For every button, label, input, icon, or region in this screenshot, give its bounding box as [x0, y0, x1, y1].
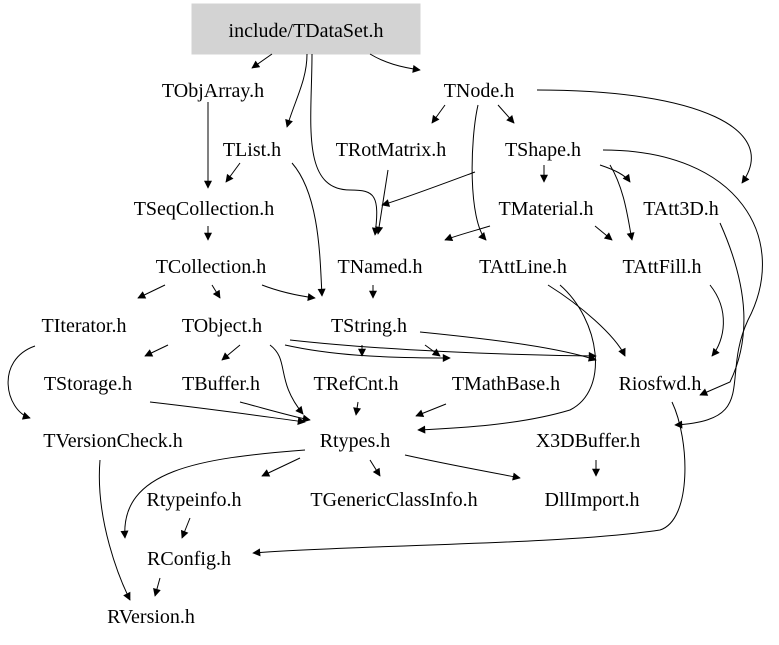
edge-tnode-trotmatrix	[431, 104, 446, 124]
edge-tdataset-tobjarray	[251, 53, 273, 69]
edge-titerator-tversioncheck	[7, 345, 36, 420]
node-tattline[interactable]: TAttLine.h	[479, 256, 567, 278]
node-rconfig[interactable]: RConfig.h	[147, 548, 231, 570]
node-tnamed[interactable]: TNamed.h	[338, 256, 423, 278]
node-tnode[interactable]: TNode.h	[444, 80, 515, 102]
edge-tnode-tatt3d	[536, 89, 752, 184]
edge-tshape-tatt3d	[599, 164, 631, 183]
edge-tdataset-tnamed	[310, 53, 380, 236]
edge-rtypes-rtypeinfo	[261, 457, 301, 477]
node-tstring[interactable]: TString.h	[331, 315, 407, 337]
node-tbuffer[interactable]: TBuffer.h	[182, 373, 260, 395]
edge-tobject-tbuffer	[221, 344, 241, 361]
node-tobjarray[interactable]: TObjArray.h	[162, 80, 264, 102]
node-tobject[interactable]: TObject.h	[182, 315, 262, 337]
edge-rtypeinfo-rconfig	[180, 517, 191, 539]
node-rtypeinfo[interactable]: Rtypeinfo.h	[147, 489, 242, 511]
node-tseqcollection[interactable]: TSeqCollection.h	[134, 198, 275, 220]
edge-riosfwd-rconfig	[252, 401, 686, 557]
node-tdataset[interactable]: include/TDataSet.h	[229, 20, 384, 42]
edge-tobject-rtypes	[269, 344, 304, 415]
node-tatt3d[interactable]: TAtt3D.h	[643, 198, 719, 220]
edge-tnode-tattline	[471, 104, 487, 241]
node-titerator[interactable]: TIterator.h	[42, 315, 127, 337]
root-node-box	[191, 3, 421, 55]
edge-tattline-riosfwd	[547, 284, 626, 357]
node-tversioncheck[interactable]: TVersionCheck.h	[43, 430, 182, 452]
edge-tshape-tattfill	[609, 164, 635, 241]
edge-tbuffer-rtypes	[239, 401, 311, 423]
node-dllimport[interactable]: DllImport.h	[545, 489, 640, 511]
edge-tatt3d-riosfwd	[699, 222, 745, 396]
edge-tattfill-riosfwd	[709, 284, 724, 357]
node-tmathbase[interactable]: TMathBase.h	[452, 373, 560, 395]
edge-rtypes-rconfig	[120, 449, 306, 539]
edge-tcollection-tobject	[211, 284, 221, 299]
node-tgenericclassinfo[interactable]: TGenericClassInfo.h	[310, 489, 477, 511]
edge-tattline-rtypes	[417, 284, 596, 434]
edge-trefcnt-rtypes	[353, 401, 362, 416]
node-tattfill[interactable]: TAttFill.h	[623, 256, 702, 278]
edge-rtypes-tgenericclassinfo	[369, 459, 381, 477]
edge-rtypes-dllimport	[404, 454, 521, 481]
edge-tstring-tmathbase	[424, 344, 441, 357]
edge-trotmatrix-tnamed	[375, 169, 389, 235]
edge-tobject-tstorage	[144, 344, 169, 357]
node-tstorage[interactable]: TStorage.h	[44, 373, 132, 395]
edge-tcollection-titerator	[137, 284, 166, 299]
node-trotmatrix[interactable]: TRotMatrix.h	[336, 139, 447, 161]
node-rversion[interactable]: RVersion.h	[107, 606, 195, 628]
edge-tmaterial-tnamed	[444, 225, 491, 242]
edge-tlist-tstring	[291, 162, 326, 297]
edge-tdataset-tnode	[369, 53, 421, 73]
edge-tmathbase-rtypes	[415, 403, 447, 418]
edge-tdataset-tlist	[285, 53, 308, 128]
edge-tshape-tnamed	[381, 171, 476, 207]
node-riosfwd[interactable]: Riosfwd.h	[619, 373, 702, 395]
edge-tshape-x3dbuffer	[602, 149, 763, 429]
node-rtypes[interactable]: Rtypes.h	[320, 430, 391, 452]
node-tlist[interactable]: TList.h	[223, 139, 281, 161]
edge-tversioncheck-rversion	[98, 459, 131, 601]
edge-tlist-tseqcollection	[225, 162, 241, 183]
edge-tnode-tshape	[497, 104, 515, 124]
node-tmaterial[interactable]: TMaterial.h	[499, 198, 594, 220]
edge-tcollection-tstring	[261, 284, 316, 302]
node-tshape[interactable]: TShape.h	[505, 139, 581, 161]
edges	[7, 53, 763, 601]
edge-rconfig-rversion	[153, 577, 161, 597]
node-trefcnt[interactable]: TRefCnt.h	[314, 373, 399, 395]
edge-tstorage-rtypes	[149, 401, 306, 426]
nodes: include/TDataSet.h TObjArray.h TNode.h T…	[42, 20, 719, 628]
edge-tmaterial-tattfill	[594, 225, 613, 241]
node-x3dbuffer[interactable]: X3DBuffer.h	[536, 430, 641, 452]
node-tcollection[interactable]: TCollection.h	[156, 256, 267, 278]
edge-tobject-riosfwd	[289, 339, 597, 360]
edge-tstring-riosfwd	[419, 331, 597, 362]
